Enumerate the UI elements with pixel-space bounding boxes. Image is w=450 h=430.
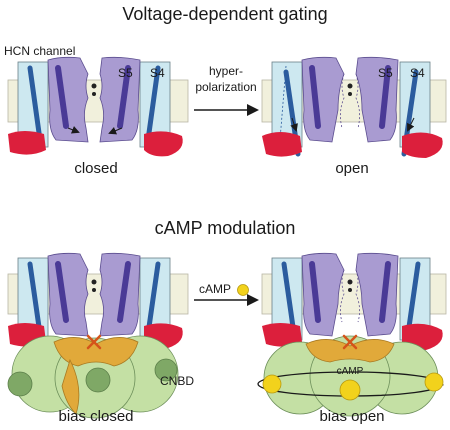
closed-outline-right (355, 269, 360, 323)
camp-molecule (262, 374, 282, 394)
top-panel-title: Voltage-dependent gating (122, 4, 328, 24)
s4-helix-left (281, 261, 297, 337)
ion (92, 92, 96, 96)
camp-ligand-label: cAMP (336, 366, 364, 377)
pore-subunit-left (301, 56, 345, 143)
closed-outline-left (340, 73, 345, 129)
s5-helix-right (379, 261, 391, 323)
pore-subunit-left (301, 252, 345, 337)
closed-outline-left (340, 269, 345, 323)
hcn-domain-left (8, 131, 46, 155)
movement-arrow-left (290, 117, 298, 132)
selectivity-filter (91, 279, 97, 285)
movement-arrow-right (407, 117, 415, 132)
s5-helix-right (117, 261, 131, 323)
s5-helix-left (309, 261, 321, 323)
interaction-cross (86, 334, 102, 350)
s5-helix-left (55, 261, 69, 323)
hcn-domain-right (402, 132, 443, 158)
s5-helix-left (309, 65, 321, 129)
interaction-cross (342, 334, 358, 350)
s4-helix-left (27, 65, 43, 143)
state-open-label: open (335, 160, 369, 177)
state-bias-closed-label: bias closed (58, 408, 134, 425)
state-closed-label: closed (74, 160, 118, 177)
camp-stimulus-label: cAMP (199, 282, 232, 296)
pore-subunit-right (99, 56, 141, 143)
selectivity-filter (347, 83, 353, 89)
cnbd-pocket (7, 371, 33, 397)
bottom-panel-title: cAMP modulation (154, 218, 296, 238)
selectivity-filter (347, 279, 353, 285)
channel-bias-open (257, 252, 447, 417)
camp-molecule (339, 379, 361, 401)
cnbd-pocket (85, 367, 111, 393)
ion (348, 92, 352, 96)
camp-molecule (424, 372, 444, 392)
s4-helix-right (145, 261, 161, 337)
pore-subunit-right (355, 252, 399, 337)
movement-arrow-left (67, 126, 80, 134)
hcn-domain-right (144, 131, 183, 157)
channel-label: HCN channel (4, 44, 76, 58)
pore-subunit-right (99, 252, 141, 337)
s4-helix-left (27, 261, 43, 337)
segment-s4-label: S4 (410, 66, 425, 80)
closed-outline-right (355, 73, 360, 129)
pore-subunit-left (47, 252, 89, 337)
ion (348, 288, 352, 292)
s4-helix-right (145, 65, 161, 143)
pore-subunit-left (47, 56, 89, 143)
selectivity-filter (91, 83, 97, 89)
s5-helix-right (117, 65, 131, 129)
stimulus-line-1: hyper- (208, 64, 244, 78)
camp-dot-icon (237, 284, 249, 296)
stimulus-line-2: polarization (195, 80, 257, 94)
s4-previous-outline (279, 65, 287, 141)
channel-open (261, 56, 447, 158)
s4-helix-right (405, 261, 421, 337)
ion (92, 288, 96, 292)
segment-s4-label: S4 (150, 66, 165, 80)
s5-helix-right (379, 65, 391, 129)
state-bias-open-label: bias open (319, 408, 385, 425)
channel-closed (7, 56, 189, 157)
channel-bias-closed (7, 252, 189, 419)
hcn-domain-left (262, 323, 302, 347)
segment-s5-label: S5 (118, 66, 133, 80)
hcn-domain-left (262, 132, 302, 157)
s5-helix-left (55, 65, 69, 129)
movement-arrow-right (108, 127, 123, 135)
c-linker-tail (61, 358, 80, 415)
cnbd-label: CNBD (160, 374, 195, 388)
segment-s5-label: S5 (378, 66, 393, 80)
cnbd-pocket (154, 358, 178, 382)
